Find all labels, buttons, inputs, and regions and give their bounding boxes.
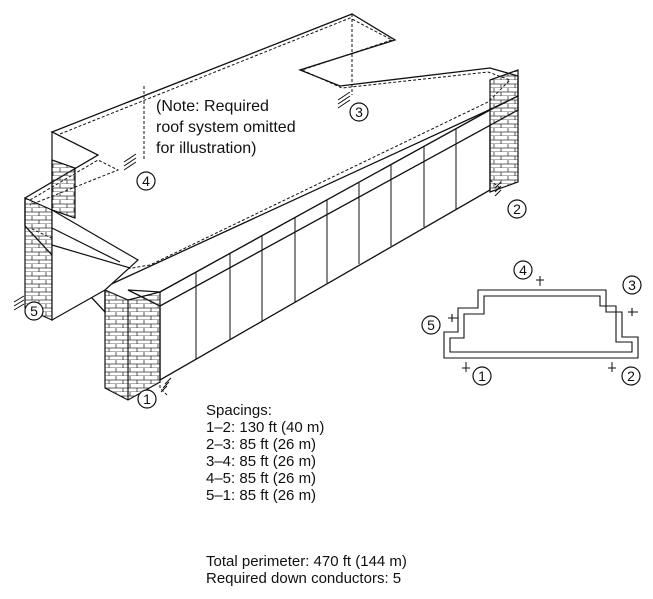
note-line-3: for illustration) xyxy=(156,140,257,157)
note-line-2: roof system omitted xyxy=(156,119,296,136)
totals: Total perimeter: 470 ft (144 m) Required… xyxy=(206,553,407,587)
roof-conductor-path xyxy=(29,17,511,271)
down-conductors xyxy=(13,14,502,397)
conductor-callout-5 xyxy=(24,301,44,321)
conductor-label-3: 3 xyxy=(355,104,363,120)
note-line-1: (Note: Required xyxy=(156,98,269,115)
required-down-conductors: Required down conductors: 5 xyxy=(206,570,402,587)
brick-corners xyxy=(24,69,519,401)
spacings-list: Spacings: 1–2: 130 ft (40 m) 2–3: 85 ft … xyxy=(206,402,324,504)
conductor-label-4: 4 xyxy=(142,173,150,189)
plan-view xyxy=(443,276,639,372)
spacing-item: 3–4: 85 ft (26 m) xyxy=(206,453,317,470)
plan-label-5: 5 xyxy=(427,317,435,333)
conductor-label-5: 5 xyxy=(30,303,38,319)
conductor-callout-3 xyxy=(349,102,369,122)
spacing-item: 4–5: 85 ft (26 m) xyxy=(206,470,317,487)
conductor-callout-1 xyxy=(137,389,157,409)
plan-callout-3 xyxy=(622,275,642,295)
conductor-label-2: 2 xyxy=(513,201,521,217)
conductor-callout-2 xyxy=(507,199,527,219)
plan-callouts xyxy=(421,260,642,386)
plan-label-4: 4 xyxy=(519,262,527,278)
conductor-label-1: 1 xyxy=(143,391,151,407)
roof-note: (Note: Required roof system omitted for … xyxy=(156,96,296,159)
plan-label-1: 1 xyxy=(478,368,486,384)
conductor-callout-text: 1 2 3 4 5 xyxy=(30,104,521,407)
conductor-callout-4 xyxy=(136,171,156,191)
spacing-item: 2–3: 85 ft (26 m) xyxy=(206,436,317,453)
facade-panels xyxy=(195,129,457,359)
plan-callout-5 xyxy=(421,315,441,335)
plan-callout-1 xyxy=(472,366,492,386)
spacing-item: 1–2: 130 ft (40 m) xyxy=(206,419,325,436)
total-perimeter: Total perimeter: 470 ft (144 m) xyxy=(206,553,407,570)
spacings-title: Spacings: xyxy=(206,402,272,419)
plan-callout-4 xyxy=(513,260,533,280)
plan-callout-text: 1 2 3 4 5 xyxy=(427,262,636,384)
plan-label-2: 2 xyxy=(627,368,635,384)
plan-label-3: 3 xyxy=(628,277,636,293)
conductor-callouts xyxy=(24,102,527,409)
plan-callout-2 xyxy=(621,366,641,386)
spacing-item: 5–1: 85 ft (26 m) xyxy=(206,487,317,504)
